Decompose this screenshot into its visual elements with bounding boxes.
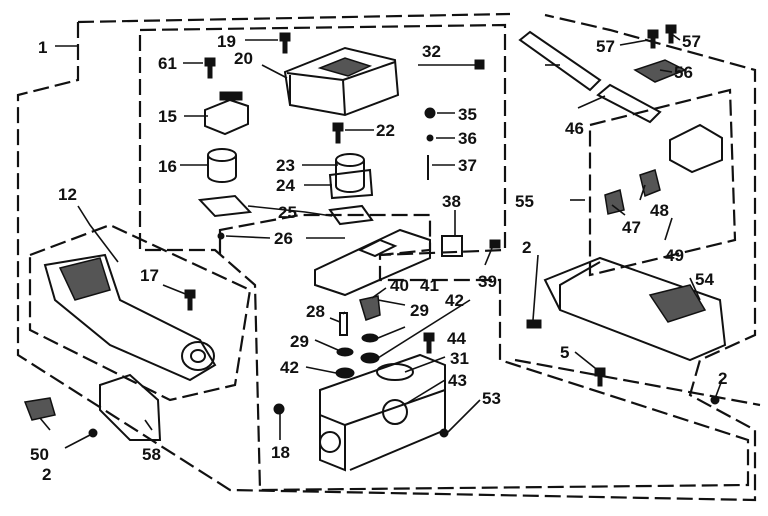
callout-58: 58 xyxy=(142,445,161,464)
callout-2c: 2 xyxy=(718,369,727,388)
mounting-bracket-part-54 xyxy=(543,256,727,362)
bracket-part-56 xyxy=(633,59,687,83)
callout-5: 5 xyxy=(560,343,569,362)
callout-2a: 2 xyxy=(42,465,51,484)
plunger-part-16 xyxy=(207,148,237,183)
callout-55: 55 xyxy=(515,192,534,211)
seal-part-42a xyxy=(335,367,355,379)
callout-29b: 29 xyxy=(410,301,429,320)
cover-part-20 xyxy=(283,46,400,117)
callout-31: 31 xyxy=(450,349,469,368)
callout-29a: 29 xyxy=(290,332,309,351)
gas-control-boundary xyxy=(138,23,750,492)
callout-2b: 2 xyxy=(522,238,531,257)
callout-24: 24 xyxy=(276,176,295,195)
callout-42a: 42 xyxy=(445,291,464,310)
callout-49: 49 xyxy=(665,246,684,265)
valve-boundary xyxy=(588,88,737,277)
gasket-part-25a xyxy=(197,194,253,218)
screws xyxy=(88,24,720,438)
callout-19: 19 xyxy=(217,32,236,51)
leader-lines xyxy=(39,34,723,449)
callout-42b: 42 xyxy=(280,358,299,377)
burner-boundary xyxy=(28,223,252,402)
callout-36: 36 xyxy=(458,129,477,148)
callout-48: 48 xyxy=(650,201,669,220)
solenoid-part-24 xyxy=(328,153,374,200)
callout-16: 16 xyxy=(158,157,177,176)
pin-part-28 xyxy=(339,312,348,336)
callout-37: 37 xyxy=(458,156,477,175)
callout-61: 61 xyxy=(158,54,177,73)
bracket-boundary xyxy=(514,358,761,407)
callout-22: 22 xyxy=(376,121,395,140)
bracket-part-58 xyxy=(99,373,162,441)
valve-part-48 xyxy=(604,123,723,215)
callout-32: 32 xyxy=(422,42,441,61)
tube-part-46 xyxy=(518,30,662,124)
callout-44: 44 xyxy=(447,329,466,348)
callout-26: 26 xyxy=(274,229,293,248)
seal-part-29a xyxy=(336,347,354,357)
assembly-1-boundary xyxy=(16,12,757,502)
gasket-part-25b xyxy=(328,204,374,226)
callout-18: 18 xyxy=(271,443,290,462)
coil-part-15 xyxy=(204,91,249,136)
callout-57a: 57 xyxy=(596,37,615,56)
callout-28: 28 xyxy=(306,302,325,321)
solenoid-subassembly-boundary xyxy=(218,213,432,257)
callout-57b: 57 xyxy=(682,32,701,51)
valve-body-part-31 xyxy=(319,353,446,472)
callout-40: 40 xyxy=(390,276,409,295)
burner-tube-part-12 xyxy=(43,253,217,382)
callout-47: 47 xyxy=(622,218,641,237)
callout-12: 12 xyxy=(58,185,77,204)
callout-43: 43 xyxy=(448,371,467,390)
callout-50: 50 xyxy=(30,445,49,464)
callout-15: 15 xyxy=(158,107,177,126)
callout-54: 54 xyxy=(695,270,714,289)
seal-part-29b xyxy=(361,333,379,343)
callout-46: 46 xyxy=(565,119,584,138)
valve-plate xyxy=(314,228,463,297)
callout-17: 17 xyxy=(140,266,159,285)
diaphragm-part-41 xyxy=(359,295,381,321)
callout-41: 41 xyxy=(420,276,439,295)
callout-25: 25 xyxy=(278,203,297,222)
callout-53: 53 xyxy=(482,389,501,408)
seal-part-42b xyxy=(360,352,380,364)
callout-38: 38 xyxy=(442,192,461,211)
callout-35: 35 xyxy=(458,105,477,124)
callout-56: 56 xyxy=(674,63,693,82)
clip-part-50 xyxy=(23,397,56,421)
callout-1: 1 xyxy=(38,38,47,57)
callout-39: 39 xyxy=(478,272,497,291)
callout-23: 23 xyxy=(276,156,295,175)
callout-20: 20 xyxy=(234,49,253,68)
